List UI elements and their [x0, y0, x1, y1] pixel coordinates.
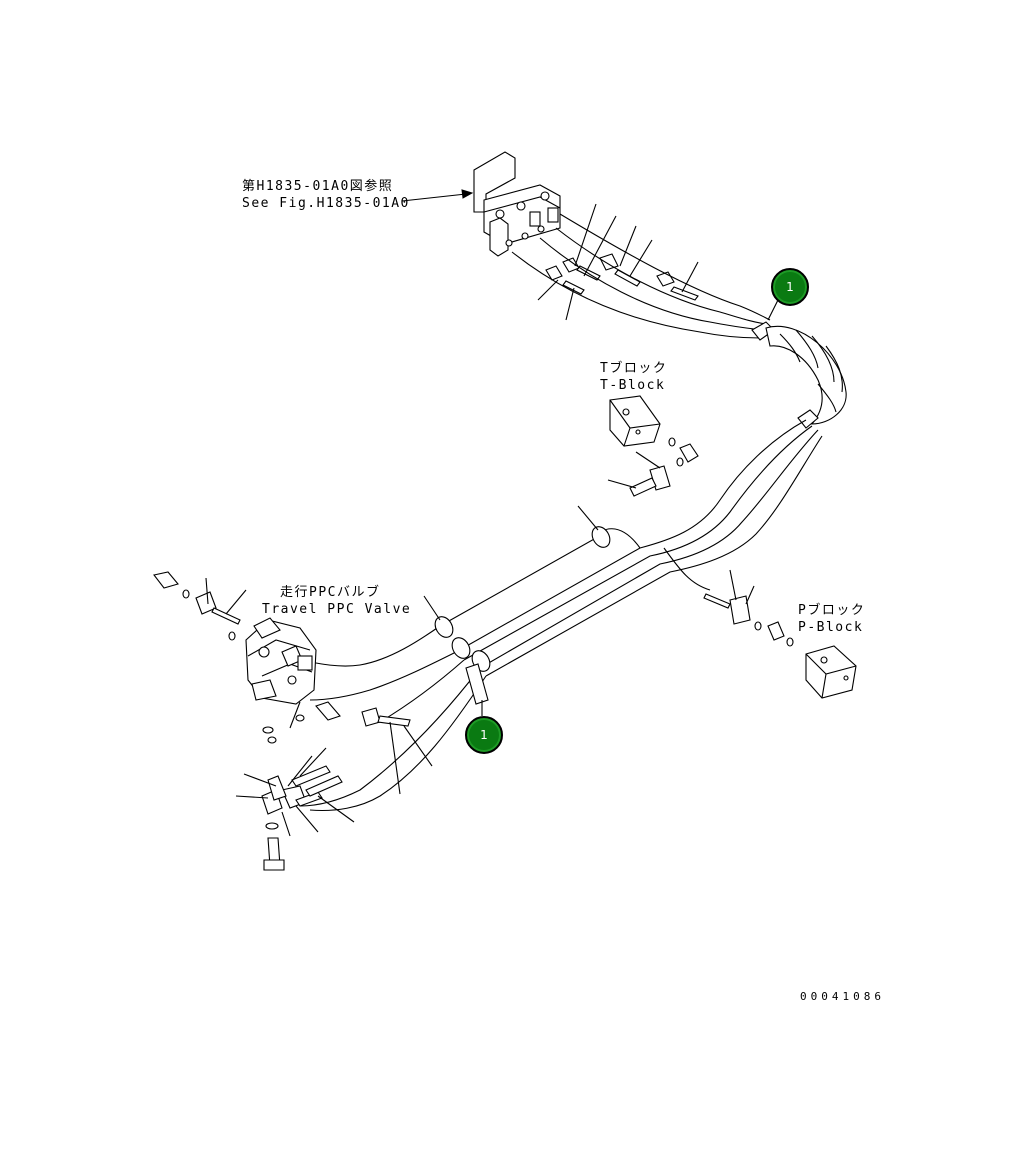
reference-label-en: See Fig.H1835-01A0 [242, 196, 410, 211]
clamp-rings [434, 526, 611, 705]
reference-leader [401, 189, 474, 202]
valve-bottom-fittings [261, 701, 411, 871]
travel-ppc-label-en: Travel PPC Valve [262, 602, 412, 617]
p-block-label-en: P-Block [798, 620, 864, 635]
leader-lines [205, 203, 779, 837]
callout-badge-upper: 1 [771, 268, 809, 306]
valve-top-fittings [153, 571, 241, 641]
t-block-label-en: T-Block [600, 378, 666, 393]
upper-bracket [473, 151, 561, 257]
callout-badge-lower: 1 [465, 716, 503, 754]
travel-ppc-valve [245, 617, 317, 705]
spiral-sleeve [765, 325, 847, 429]
p-block-label-jp: Pブロック [798, 603, 866, 618]
p-block [703, 593, 857, 699]
t-block-label-jp: Tブロック [600, 361, 668, 376]
reference-label-jp: 第H1835-01A0図参照 [242, 179, 394, 194]
drawing-number: 00041086 [800, 990, 885, 1003]
travel-ppc-label-jp: 走行PPCバルブ [280, 585, 381, 600]
t-block [609, 395, 699, 497]
